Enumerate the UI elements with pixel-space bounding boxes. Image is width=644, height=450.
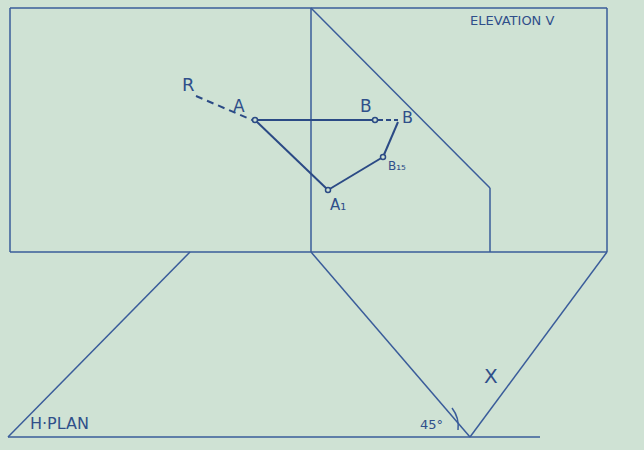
point-label: B₁₅ <box>388 160 406 172</box>
point-label: B <box>402 110 413 126</box>
point-label: B <box>360 98 372 115</box>
plane-title: H·PLAN <box>30 416 89 432</box>
point-label: A₁ <box>330 198 346 213</box>
plane-title: ELEVATION V <box>470 14 554 27</box>
angle-label: 45° <box>420 418 443 431</box>
point-label: A <box>233 98 245 115</box>
axis-label: X <box>484 366 498 386</box>
point-label: R <box>182 76 195 94</box>
